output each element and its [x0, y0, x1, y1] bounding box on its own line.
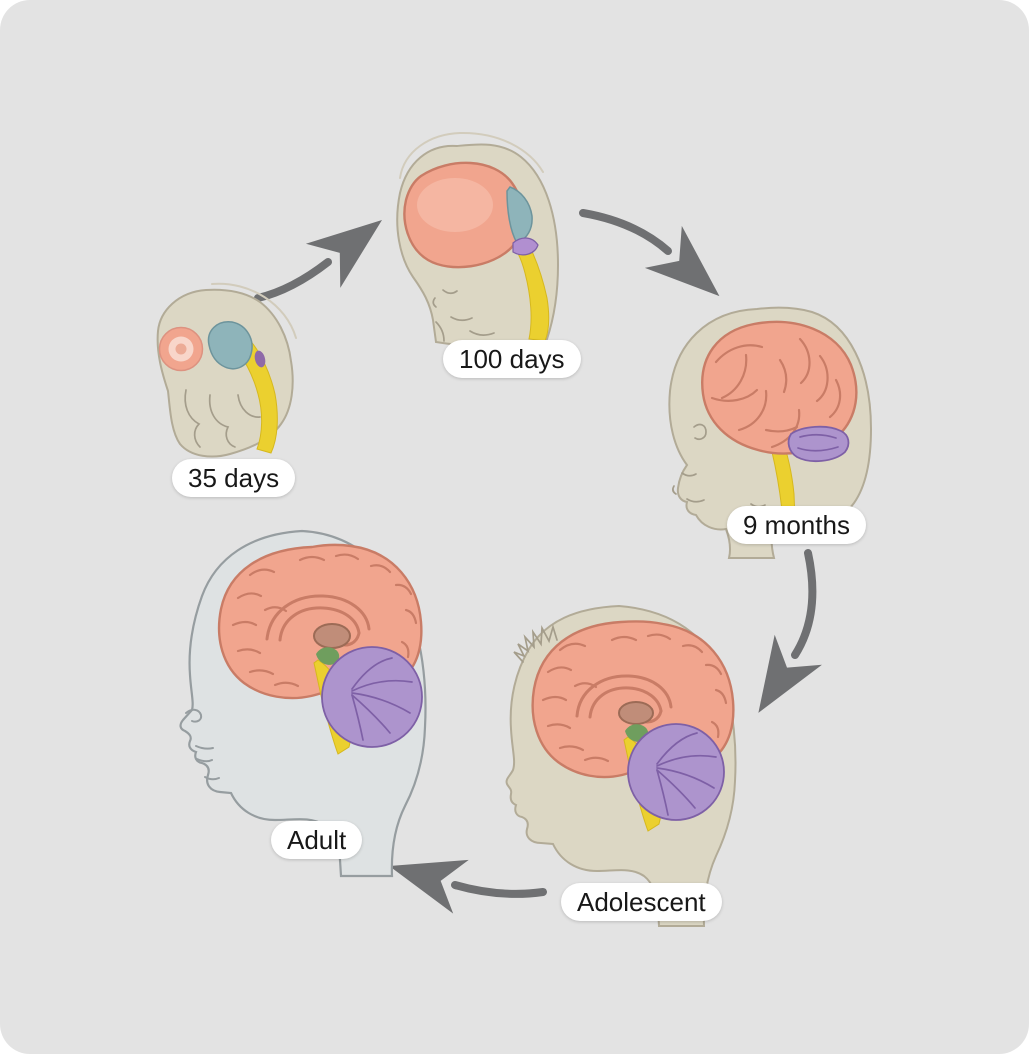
arrow-adolescent-to-adult	[389, 859, 547, 914]
label-adolescent: Adolescent	[561, 883, 722, 921]
adult-thalamus	[313, 623, 351, 649]
adult-midbrain	[316, 647, 340, 665]
arrow-35days-to-100days	[254, 219, 383, 302]
label-100-days: 100 days	[443, 340, 581, 378]
stage-9-months-illustration	[668, 306, 873, 559]
infant-brain	[701, 320, 858, 455]
label-adult: Adult	[271, 821, 363, 859]
stage-adolescent-illustration	[505, 604, 737, 927]
infant-cerebellum	[787, 425, 850, 463]
arrow-100days-to-9months	[579, 209, 720, 297]
adolescent-thalamus	[618, 701, 654, 725]
label-9-months: 9 months	[727, 506, 866, 544]
adolescent-hair-tufts	[513, 624, 558, 663]
fetus-spinal-cord	[507, 235, 550, 342]
adolescent-corpus-callosum	[575, 674, 673, 718]
embryo-hindbrain-spot	[254, 350, 266, 368]
fetus-midbrain	[506, 186, 533, 244]
arrow-9months-to-adolescent	[758, 549, 822, 713]
stage-100-days-illustration	[396, 131, 560, 348]
fetus-cerebellum	[512, 237, 539, 256]
label-35-days: 35 days	[172, 459, 296, 497]
stage-adult-illustration	[179, 529, 427, 878]
adult-corpus-callosum	[265, 594, 371, 641]
embryo-spinal-cord	[232, 337, 278, 454]
embryo-midbrain	[207, 321, 253, 370]
stage-35-days-illustration	[156, 282, 297, 458]
